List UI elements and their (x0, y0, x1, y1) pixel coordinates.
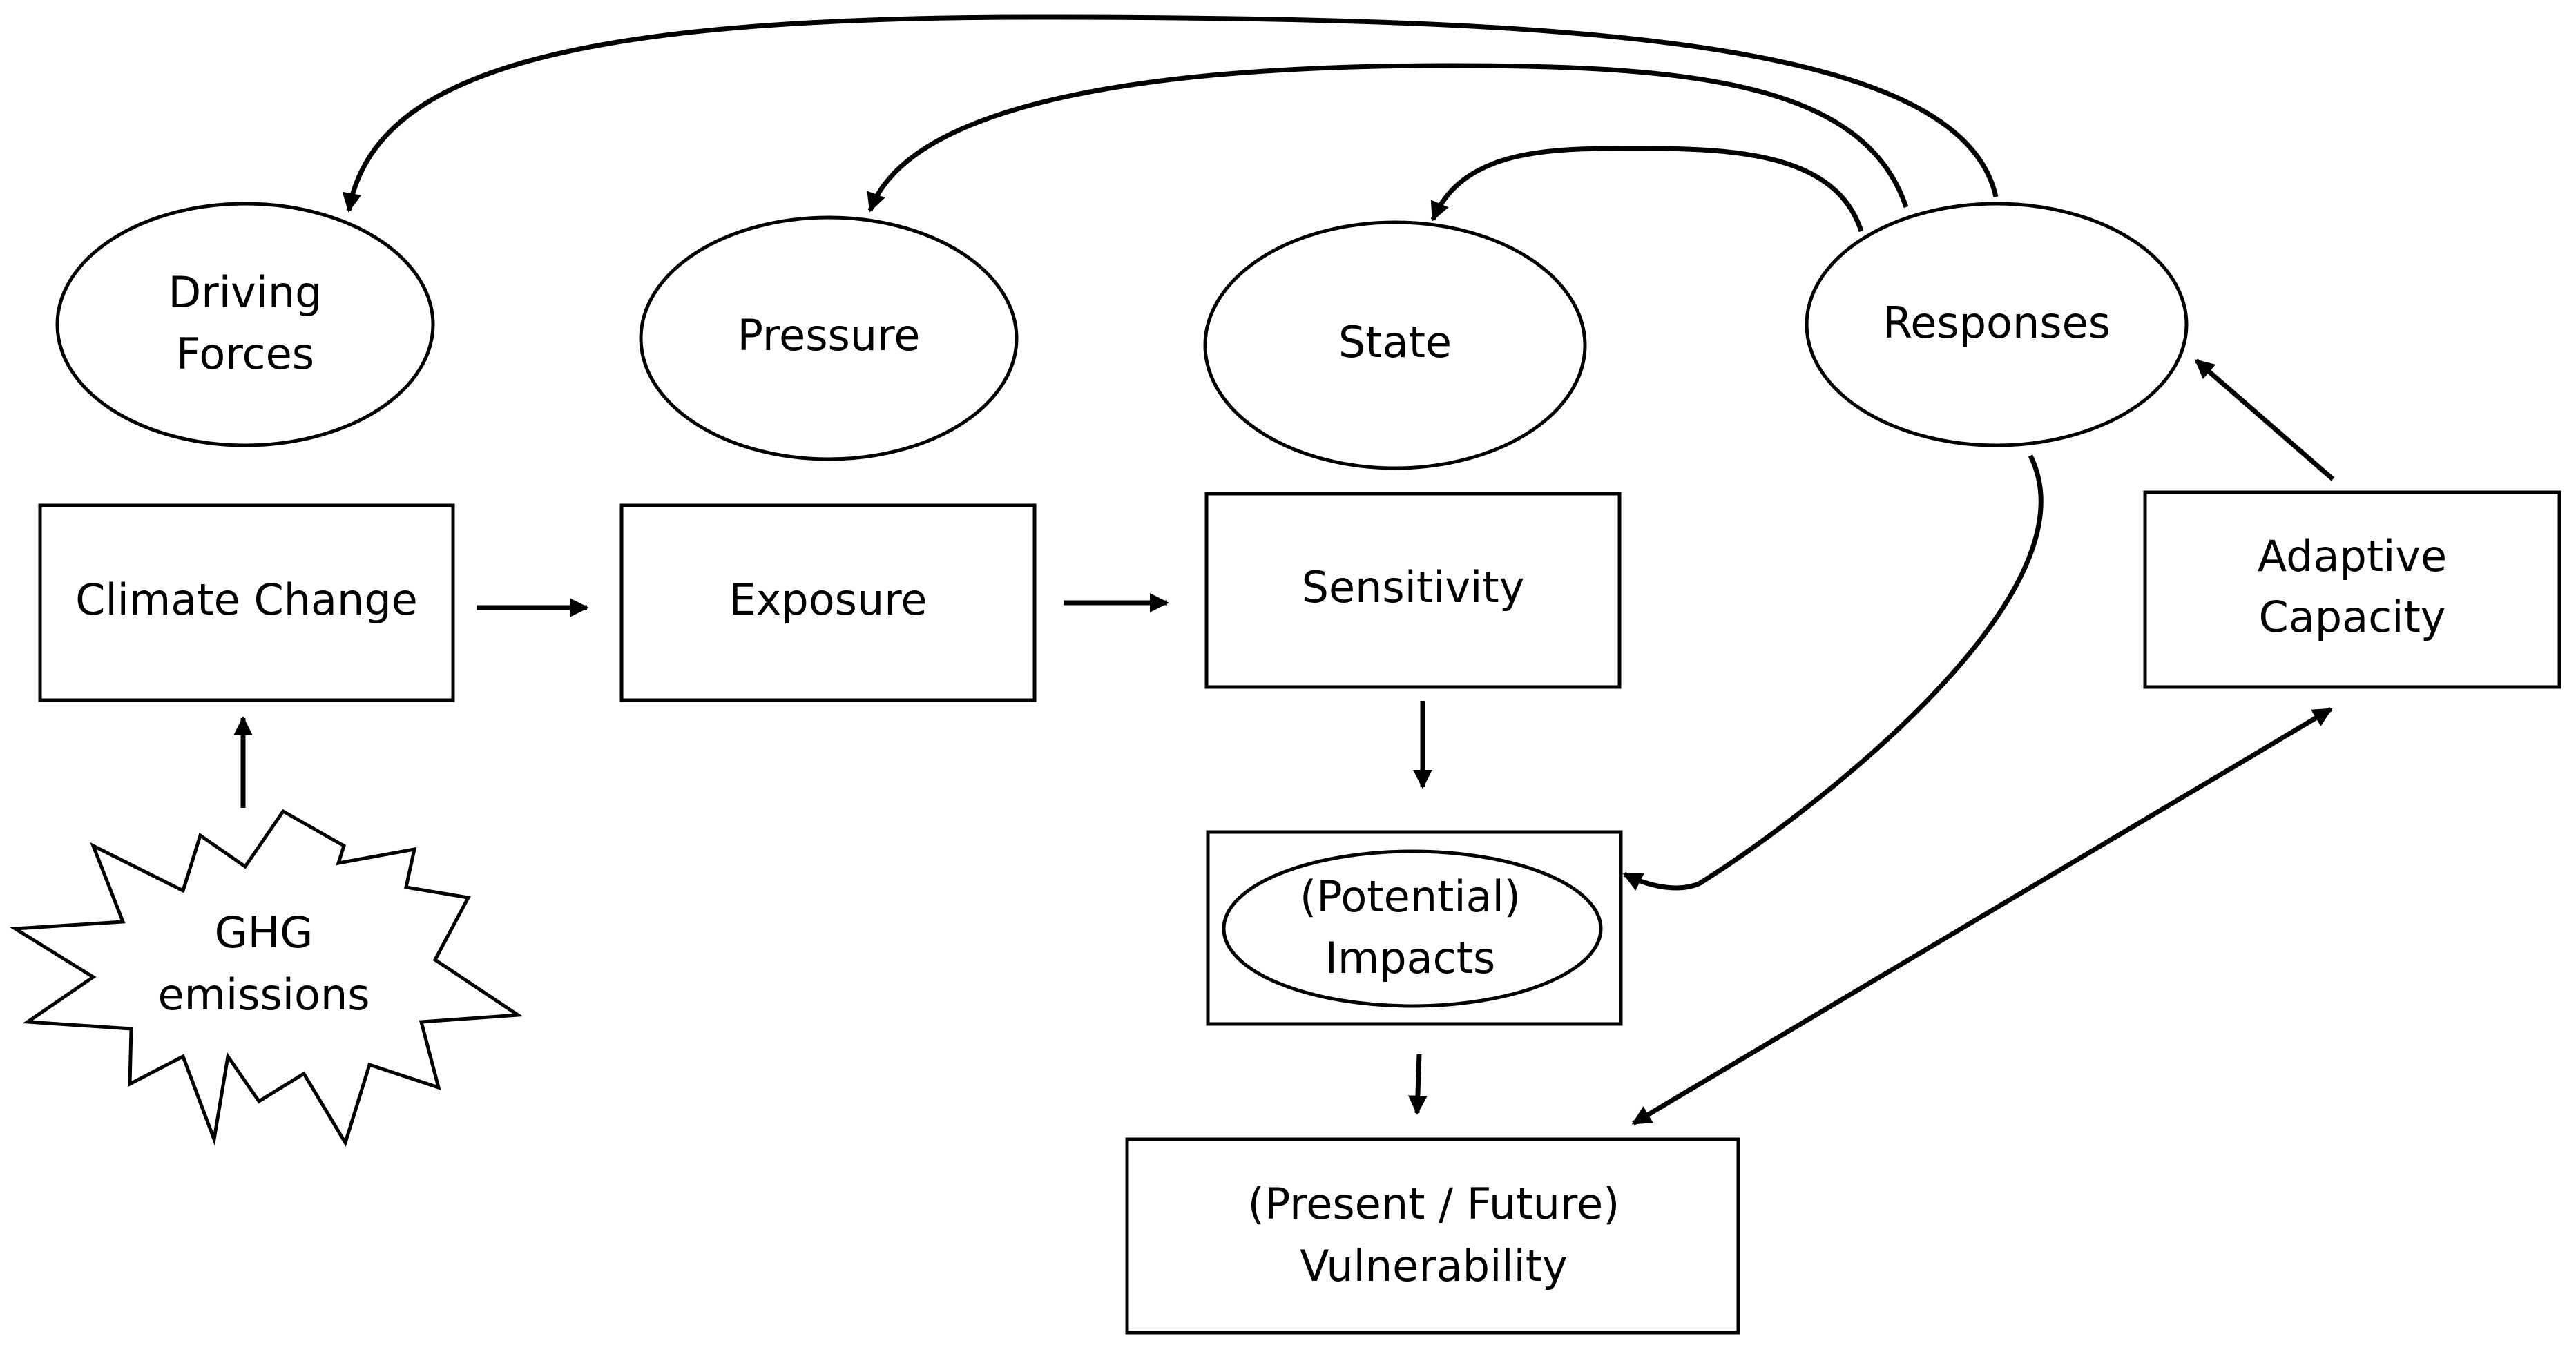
box-adaptive-capacity-label-line1: Adaptive (2258, 531, 2447, 581)
oval-pressure: Pressure (639, 215, 1019, 461)
box-climate-change-label: Climate Change (75, 574, 418, 625)
box-vulnerability-label-line2: Vulnerability (1300, 1241, 1568, 1291)
box-sensitivity-label: Sensitivity (1302, 562, 1525, 612)
box-adaptive-capacity-label-line2: Capacity (2259, 592, 2446, 642)
box-exposure: Exposure (619, 503, 1037, 702)
oval-driving-forces: Driving Forces (55, 202, 435, 447)
oval-pressure-label: Pressure (738, 310, 921, 360)
arrow-responses-to-state (1430, 146, 1864, 233)
oval-driving-forces-label-line1: Driving (168, 267, 322, 318)
box-potential-impacts-label-line2: Impacts (1325, 933, 1496, 983)
arrow-responses-to-driving-forces (342, 14, 1999, 213)
arrow-impacts-to-vulnerability (1407, 1054, 1428, 1115)
arrow-vulnerability-adaptive-capacity (1631, 706, 2333, 1126)
oval-state: State (1203, 220, 1587, 470)
arrow-responses-to-pressure (867, 63, 1909, 213)
arrow-responses-to-impacts (1622, 454, 2044, 891)
box-vulnerability: (Present / Future) Vulnerability (1125, 1137, 1740, 1335)
box-adaptive-capacity: Adaptive Capacity (2143, 490, 2561, 689)
oval-driving-forces-label-line2: Forces (176, 329, 314, 379)
box-sensitivity: Sensitivity (1204, 492, 1622, 689)
starburst-ghg-emissions: GHG emissions (10, 809, 523, 1148)
starburst-ghg-label-line2: emissions (157, 969, 369, 1020)
box-vulnerability-label-line1: (Present / Future) (1248, 1179, 1620, 1229)
oval-responses: Responses (1805, 202, 2189, 447)
box-potential-impacts-label-line1: (Potential) (1300, 871, 1521, 922)
oval-state-label: State (1338, 317, 1452, 367)
starburst-ghg-label-line1: GHG (215, 907, 314, 958)
box-climate-change: Climate Change (38, 503, 455, 702)
oval-responses-label: Responses (1883, 298, 2111, 348)
box-exposure-label: Exposure (729, 574, 927, 625)
box-potential-impacts: (Potential) Impacts (1206, 830, 1623, 1026)
arrow-adaptive-capacity-to-responses (2194, 358, 2335, 481)
